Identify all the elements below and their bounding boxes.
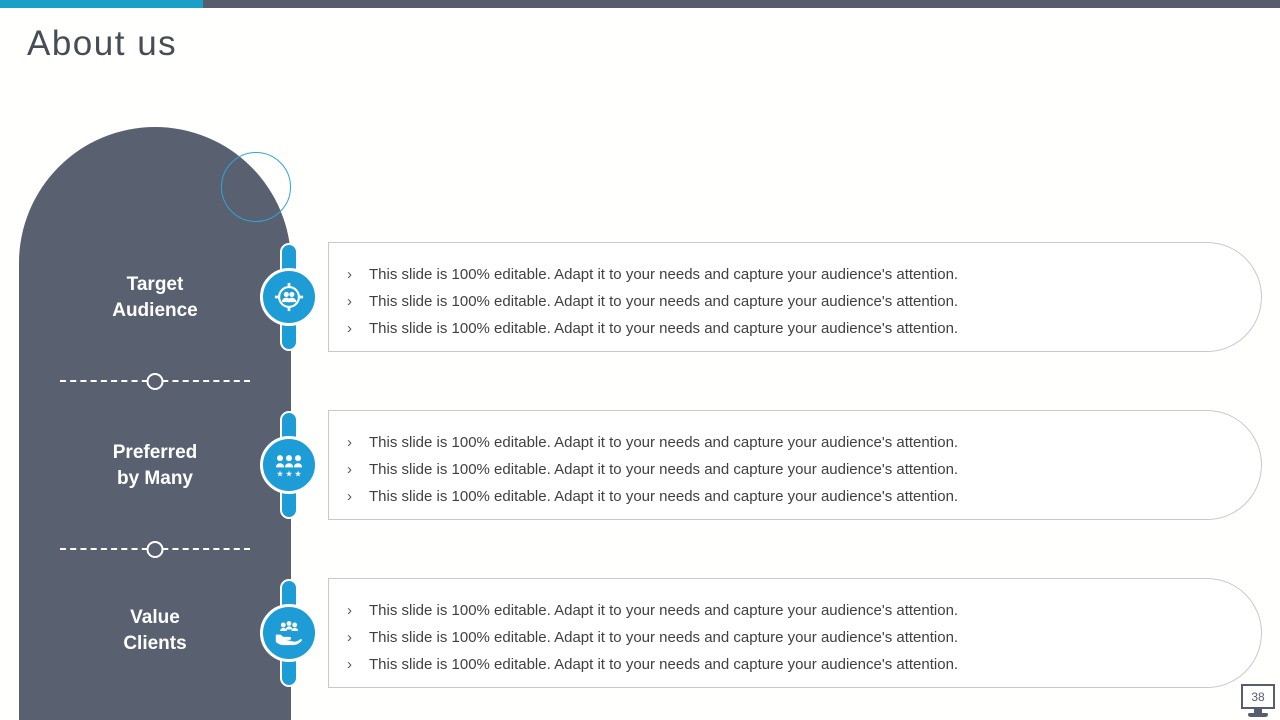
bullet-text: This slide is 100% editable. Adapt it to… <box>369 320 959 337</box>
chevron-bullet-icon: › <box>347 461 352 478</box>
chevron-bullet-icon: › <box>347 629 352 646</box>
label-preferred-by-many: Preferred by Many <box>60 440 250 492</box>
svg-text:★: ★ <box>294 468 301 478</box>
target-audience-icon <box>260 268 318 326</box>
bullet-line: › This slide is 100% editable. Adapt it … <box>347 597 1201 624</box>
bullet-line: › This slide is 100% editable. Adapt it … <box>347 429 1201 456</box>
chevron-bullet-icon: › <box>347 434 352 451</box>
bullet-text: This slide is 100% editable. Adapt it to… <box>369 602 959 619</box>
bullet-line: › This slide is 100% editable. Adapt it … <box>347 483 1201 510</box>
page-number-monitor-icon: 38 <box>1241 684 1275 717</box>
bullet-text: This slide is 100% editable. Adapt it to… <box>369 461 959 478</box>
top-bar-accent-segment <box>0 0 203 8</box>
svg-text:★: ★ <box>285 468 292 478</box>
label-line: Value <box>130 607 180 628</box>
bullet-text: This slide is 100% editable. Adapt it to… <box>369 434 959 451</box>
bullet-line: › This slide is 100% editable. Adapt it … <box>347 651 1201 678</box>
label-line: Clients <box>123 633 187 654</box>
page-number: 38 <box>1241 684 1275 709</box>
monitor-stand-base <box>1248 713 1268 717</box>
people-group-stars-icon: ★ ★ ★ <box>260 436 318 494</box>
chevron-bullet-icon: › <box>347 488 352 505</box>
bullet-line: › This slide is 100% editable. Adapt it … <box>347 288 1201 315</box>
content-box-target-audience: › This slide is 100% editable. Adapt it … <box>328 242 1262 352</box>
icon-assembly-value-clients <box>260 579 318 687</box>
monitor-stand-neck <box>1254 709 1262 713</box>
bullet-line: › This slide is 100% editable. Adapt it … <box>347 624 1201 651</box>
bullet-text: This slide is 100% editable. Adapt it to… <box>369 656 959 673</box>
content-box-value-clients: › This slide is 100% editable. Adapt it … <box>328 578 1262 688</box>
hand-holding-people-icon <box>260 604 318 662</box>
content-box-preferred-by-many: › This slide is 100% editable. Adapt it … <box>328 410 1262 520</box>
decorative-circle-outline <box>221 152 291 222</box>
icon-assembly-preferred-by-many: ★ ★ ★ <box>260 411 318 519</box>
dome-shape <box>19 127 291 720</box>
bullet-line: › This slide is 100% editable. Adapt it … <box>347 261 1201 288</box>
chevron-bullet-icon: › <box>347 293 352 310</box>
svg-text:★: ★ <box>276 468 283 478</box>
label-line: Target <box>126 274 184 295</box>
chevron-bullet-icon: › <box>347 320 352 337</box>
chevron-bullet-icon: › <box>347 602 352 619</box>
bullet-line: › This slide is 100% editable. Adapt it … <box>347 315 1201 342</box>
separator-circle <box>146 373 164 390</box>
chevron-bullet-icon: › <box>347 266 352 283</box>
top-bar <box>0 0 1280 8</box>
dashed-separator <box>60 541 250 558</box>
page-title: About us <box>27 24 178 63</box>
bullet-text: This slide is 100% editable. Adapt it to… <box>369 266 959 283</box>
top-bar-gray-segment <box>203 0 1280 8</box>
label-target-audience: Target Audience <box>60 272 250 324</box>
label-line: by Many <box>116 468 194 489</box>
label-line: Preferred <box>112 442 198 463</box>
bullet-line: › This slide is 100% editable. Adapt it … <box>347 456 1201 483</box>
bullet-text: This slide is 100% editable. Adapt it to… <box>369 488 959 505</box>
label-line: Audience <box>112 300 198 321</box>
label-value-clients: Value Clients <box>60 605 250 657</box>
dashed-separator <box>60 373 250 390</box>
separator-circle <box>146 541 164 558</box>
bullet-text: This slide is 100% editable. Adapt it to… <box>369 293 959 310</box>
chevron-bullet-icon: › <box>347 656 352 673</box>
icon-assembly-target-audience <box>260 243 318 351</box>
bullet-text: This slide is 100% editable. Adapt it to… <box>369 629 959 646</box>
